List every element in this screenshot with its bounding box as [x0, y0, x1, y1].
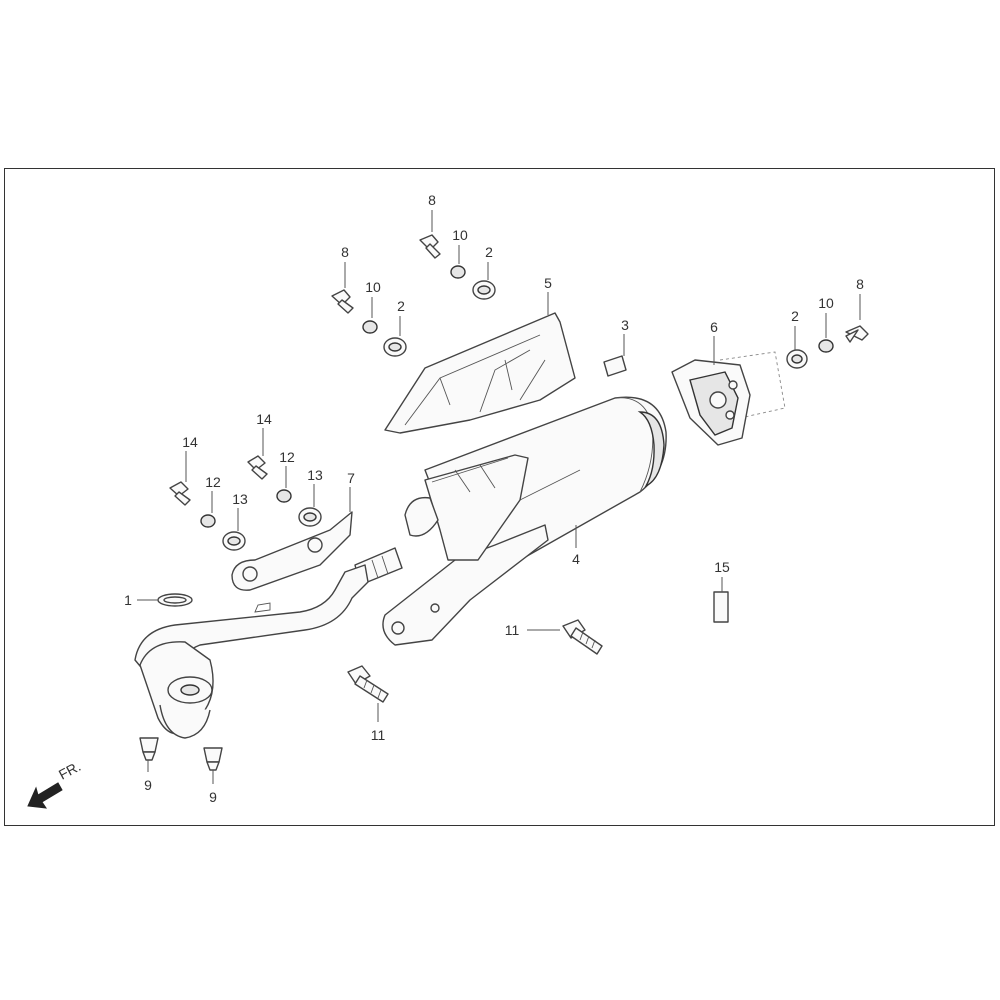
callout-14: 14: [256, 411, 272, 427]
front-arrow-icon: [27, 782, 63, 809]
callout-14: 14: [182, 434, 198, 450]
callout-5: 5: [544, 275, 552, 291]
callout-1: 1: [124, 592, 132, 608]
bolt-8-b: [331, 289, 354, 314]
collar-12-a: [276, 489, 292, 503]
bolt-14-a: [247, 455, 268, 480]
callout-12: 12: [279, 449, 295, 465]
callout-13: 13: [307, 467, 323, 483]
callout-9: 9: [209, 789, 217, 805]
grommet-2-b: [383, 337, 407, 357]
collar-10-b: [362, 320, 378, 334]
callout-8: 8: [856, 276, 864, 292]
callout-8: 8: [341, 244, 349, 260]
callout-2: 2: [397, 298, 405, 314]
front-label: FR.: [56, 758, 83, 783]
callout-8: 8: [428, 192, 436, 208]
grommet-2-c: [786, 349, 808, 369]
callout-10: 10: [452, 227, 468, 243]
callout-4: 4: [572, 551, 580, 567]
nut-9-b: [203, 747, 223, 771]
heat-guard-lower: [231, 511, 353, 591]
exhaust-pipe: [134, 564, 369, 739]
grommet-2-a: [472, 280, 496, 300]
clip-part: [603, 355, 627, 377]
callout-2: 2: [485, 244, 493, 260]
collar-12-b: [200, 514, 216, 528]
bolt-11-b: [347, 665, 389, 703]
bolt-14-b: [169, 481, 191, 506]
diagram-frame: [4, 168, 995, 826]
caution-label-part: [713, 591, 729, 623]
callout-13: 13: [232, 491, 248, 507]
callout-11: 11: [371, 727, 386, 743]
front-direction-indicator: FR.: [27, 758, 83, 809]
bolt-11-a: [562, 619, 603, 655]
callout-10: 10: [818, 295, 834, 311]
callout-12: 12: [205, 474, 221, 490]
nut-9-a: [139, 737, 159, 761]
grommet-13-a: [298, 507, 322, 527]
end-cap: [671, 351, 786, 446]
callout-7: 7: [347, 470, 355, 486]
callout-11: 11: [505, 622, 520, 638]
callouts: 8 10 2 8 10 2 5 3 6 2 10 8 14 12 13 7 14…: [124, 192, 864, 805]
callout-3: 3: [621, 317, 629, 333]
callout-15: 15: [714, 559, 730, 575]
grommet-13-b: [222, 531, 246, 551]
muffler-bracket: [382, 454, 549, 646]
collar-10-a: [450, 265, 466, 279]
bolt-8-a: [419, 234, 441, 259]
leader-lines: [137, 210, 861, 784]
callout-2: 2: [791, 308, 799, 324]
callout-9: 9: [144, 777, 152, 793]
callout-6: 6: [710, 319, 718, 335]
callout-10: 10: [365, 279, 381, 295]
collar-10-c: [818, 339, 834, 353]
heat-guard-upper: [384, 312, 576, 434]
bolt-8-c: [845, 325, 869, 343]
